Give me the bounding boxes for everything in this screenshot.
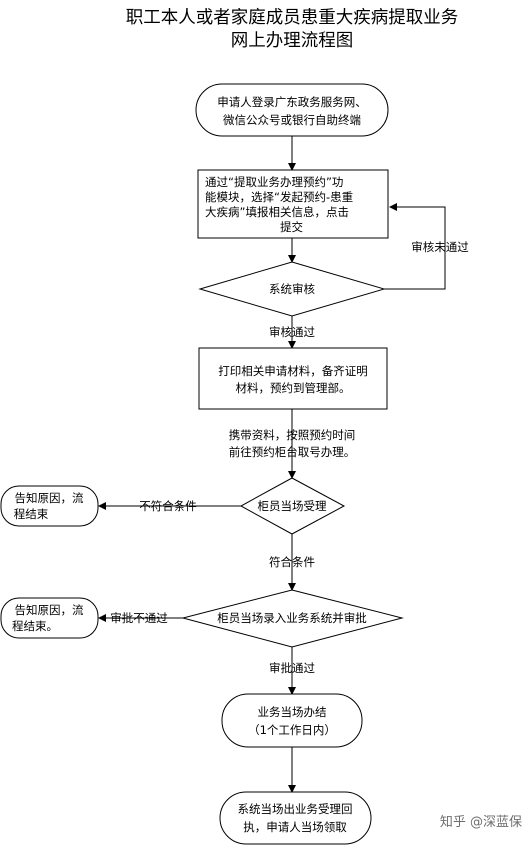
label-bring-docs-1: 携带资料，按照预约时间 xyxy=(229,428,356,442)
system-review-decision: 系统审核 xyxy=(198,261,386,317)
start-node: 申请人登录广东政务服务网、 微信公众号或银行自助终端 xyxy=(195,83,389,137)
start-node-text-2: 微信公众号或银行自助终端 xyxy=(223,113,361,127)
label-review-pass: 审核通过 xyxy=(269,325,315,339)
counter-accept-decision: 柜员当场受理 xyxy=(239,477,346,535)
fill-form-text-2: 能模块，选择“发起预约-患重 xyxy=(205,190,353,204)
fill-form-text-4: 提交 xyxy=(280,220,303,234)
label-approval-fail: 审批不通过 xyxy=(110,611,168,625)
watermark: 知乎 @深蓝保 xyxy=(440,814,522,830)
page-title-line2: 网上办理流程图 xyxy=(231,31,354,51)
reject-node-1: 告知原因，流 程结束 xyxy=(0,485,99,527)
print-materials-node: 打印相关申请材料，备齐证明 材料，预约到管理部。 xyxy=(198,347,388,410)
reject-1-text-2: 程结束 xyxy=(14,507,49,521)
fill-form-text-3: 大疾病”填报相关信息，点击 xyxy=(205,205,349,219)
page-title-line1: 职工本人或者家庭成员患重大疾病提取业务 xyxy=(126,8,459,28)
system-review-text: 系统审核 xyxy=(269,282,315,296)
handle-node: 业务当场办结 （1个工作日内） xyxy=(221,693,363,748)
label-review-fail: 审核未通过 xyxy=(411,240,469,254)
label-not-meet: 不符合条件 xyxy=(139,499,197,513)
label-meet: 符合条件 xyxy=(269,555,315,569)
handle-text-1: 业务当场办结 xyxy=(258,705,327,719)
handle-text-2: （1个工作日内） xyxy=(248,723,336,737)
reject-node-2: 告知原因，流 程结束。 xyxy=(0,597,99,639)
counter-accept-text: 柜员当场受理 xyxy=(258,499,327,513)
end-node: 系统当场出业务受理回 执，申请人当场领取 xyxy=(219,791,372,845)
arrow-review-fail-loop xyxy=(384,203,446,290)
reject-2-text-1: 告知原因，流 xyxy=(15,603,84,617)
print-materials-text-1: 打印相关申请材料，备齐证明 xyxy=(218,364,368,378)
label-bring-docs-2: 前往预约柜台取号办理。 xyxy=(229,445,356,459)
end-text-2: 执，申请人当场领取 xyxy=(243,820,347,834)
fill-form-text-1: 通过“提取业务办理预约”功 xyxy=(205,175,343,189)
label-approval-pass: 审批通过 xyxy=(269,661,315,675)
counter-entry-decision: 柜员当场录入业务系统并审批 xyxy=(181,589,404,648)
fill-form-node: 通过“提取业务办理预约”功 能模块，选择“发起预约-患重 大疾病”填报相关信息，… xyxy=(197,169,389,239)
counter-entry-text: 柜员当场录入业务系统并审批 xyxy=(217,611,367,625)
print-materials-text-2: 材料，预约到管理部。 xyxy=(236,381,351,395)
reject-2-text-2: 程结束。 xyxy=(12,619,58,633)
start-node-text-1: 申请人登录广东政务服务网、 xyxy=(217,95,367,109)
end-text-1: 系统当场出业务受理回 xyxy=(238,802,353,816)
reject-1-text-1: 告知原因，流 xyxy=(15,491,84,505)
